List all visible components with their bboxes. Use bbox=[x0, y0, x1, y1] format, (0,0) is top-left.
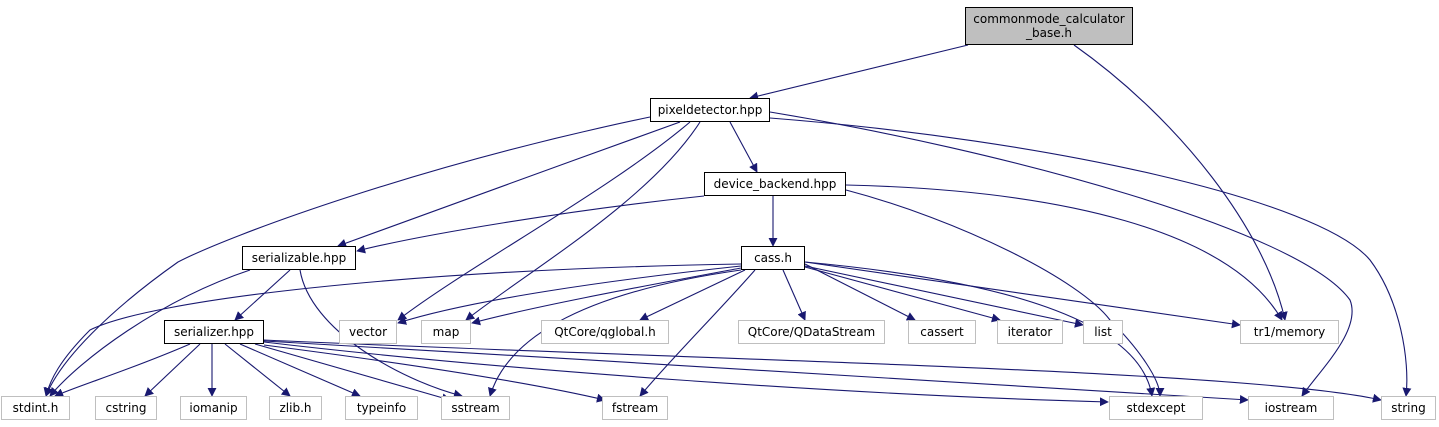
edge-serializable-to-stdint bbox=[49, 269, 251, 397]
edge-serializer-to-iostream bbox=[263, 340, 1249, 405]
edge-pixeldetector-to-string bbox=[769, 117, 1412, 397]
edge-cass-to-qglobal bbox=[639, 269, 746, 321]
edge-cass-to-qdatastream bbox=[782, 269, 806, 321]
node-stdint[interactable]: stdint.h bbox=[1, 396, 70, 420]
edge-cass-to-map bbox=[471, 267, 742, 326]
node-serializable-label: serializable.hpp bbox=[251, 251, 347, 265]
node-pixeldetector[interactable]: pixeldetector.hpp bbox=[650, 98, 770, 122]
node-iterator-label: iterator bbox=[1007, 325, 1053, 339]
node-string[interactable]: string bbox=[1381, 396, 1436, 420]
edges bbox=[43, 44, 1412, 407]
node-fstream[interactable]: fstream bbox=[602, 396, 668, 420]
edge-pixeldetector-to-device bbox=[729, 121, 758, 173]
node-fstream-label: fstream bbox=[611, 401, 659, 415]
node-string-label: string bbox=[1391, 401, 1426, 415]
node-cass[interactable]: cass.h bbox=[741, 246, 805, 270]
node-sstream-label: sstream bbox=[451, 401, 500, 415]
edge-cass-to-iterator bbox=[804, 266, 1001, 323]
edge-root-to-tr1memory bbox=[1073, 44, 1288, 321]
edge-serializer-to-fstream bbox=[263, 344, 606, 403]
edge-serializer-to-cstring bbox=[144, 343, 201, 397]
node-stdexcept-label: stdexcept bbox=[1126, 401, 1186, 415]
node-serializable[interactable]: serializable.hpp bbox=[242, 246, 356, 270]
node-cassert-label: cassert bbox=[920, 325, 964, 339]
edge-serializer-to-stdexcept bbox=[263, 341, 1109, 407]
node-list[interactable]: list bbox=[1083, 320, 1123, 344]
edge-device-to-tr1memory bbox=[845, 184, 1283, 321]
node-serializer[interactable]: serializer.hpp bbox=[164, 320, 264, 344]
root-node-label-line1: commonmode_calculator bbox=[973, 12, 1125, 26]
edge-serializer-to-zlib bbox=[224, 343, 291, 397]
node-cassert[interactable]: cassert bbox=[908, 320, 976, 344]
node-stdexcept[interactable]: stdexcept bbox=[1109, 396, 1203, 420]
node-map-label: map bbox=[432, 325, 460, 339]
node-cass-label: cass.h bbox=[754, 251, 792, 265]
node-tr1-memory[interactable]: tr1/memory bbox=[1240, 320, 1339, 344]
edge-serializer-to-sstream bbox=[254, 343, 451, 403]
edge-root-to-pixeldetector bbox=[749, 44, 969, 101]
root-node-commonmode-calculator-base[interactable]: commonmode_calculator _base.h bbox=[965, 7, 1133, 45]
edge-cass-to-cassert bbox=[804, 263, 916, 321]
node-cstring-label: cstring bbox=[105, 401, 147, 415]
edge-cass-to-vector bbox=[397, 265, 742, 325]
edge-serializer-to-string bbox=[263, 339, 1382, 403]
edge-serializer-to-typeinfo bbox=[239, 343, 361, 397]
edge-pixeldetector-to-serializable bbox=[337, 121, 681, 248]
edge-device-to-stdexcept bbox=[845, 189, 1165, 397]
node-device-backend-label: device_backend.hpp bbox=[713, 177, 837, 191]
node-serializer-label: serializer.hpp bbox=[173, 325, 255, 339]
node-zlib-label: zlib.h bbox=[279, 401, 312, 415]
node-pixeldetector-label: pixeldetector.hpp bbox=[657, 103, 763, 117]
node-iostream[interactable]: iostream bbox=[1248, 396, 1334, 420]
node-vector-label: vector bbox=[348, 325, 388, 339]
node-zlib[interactable]: zlib.h bbox=[269, 396, 322, 420]
edge-pixeldetector-to-stdint bbox=[44, 116, 651, 397]
node-tr1-memory-label: tr1/memory bbox=[1253, 325, 1326, 339]
node-qtcore-qglobal[interactable]: QtCore/qglobal.h bbox=[541, 320, 669, 344]
root-node-label: commonmode_calculator _base.h bbox=[973, 12, 1124, 40]
node-cstring[interactable]: cstring bbox=[95, 396, 157, 420]
edge-pixeldetector-to-iostream bbox=[769, 111, 1353, 397]
node-typeinfo[interactable]: typeinfo bbox=[345, 396, 418, 420]
edge-serializable-to-serializer bbox=[234, 269, 291, 321]
edge-serializer-to-stdint bbox=[54, 343, 191, 397]
node-qtcore-qdatastream-label: QtCore/QDataStream bbox=[747, 325, 876, 339]
edge-cass-to-sstream bbox=[488, 269, 742, 397]
node-list-label: list bbox=[1094, 325, 1112, 339]
node-iostream-label: iostream bbox=[1264, 401, 1318, 415]
edge-cass-to-fstream bbox=[639, 269, 756, 397]
node-typeinfo-label: typeinfo bbox=[356, 401, 407, 415]
node-sstream[interactable]: sstream bbox=[441, 396, 510, 420]
node-iomanip[interactable]: iomanip bbox=[180, 396, 247, 420]
node-map[interactable]: map bbox=[421, 320, 471, 344]
edge-cass-to-list bbox=[804, 265, 1084, 328]
edge-serializable-to-sstream bbox=[299, 269, 463, 399]
node-stdint-label: stdint.h bbox=[12, 401, 59, 415]
node-qtcore-qdatastream[interactable]: QtCore/QDataStream bbox=[738, 320, 885, 344]
edge-pixeldetector-to-map bbox=[465, 121, 701, 321]
edge-cass-to-stdexcept bbox=[804, 261, 1156, 397]
node-iomanip-label: iomanip bbox=[189, 401, 238, 415]
node-vector[interactable]: vector bbox=[339, 320, 397, 344]
edge-cass-to-stdint bbox=[43, 263, 742, 397]
node-iterator[interactable]: iterator bbox=[997, 320, 1063, 344]
edge-device-to-serializable bbox=[356, 195, 705, 254]
edge-cass-to-tr1memory bbox=[804, 261, 1241, 329]
root-node-label-line2: _base.h bbox=[1025, 26, 1072, 40]
node-qtcore-qglobal-label: QtCore/qglobal.h bbox=[554, 325, 656, 339]
node-device-backend[interactable]: device_backend.hpp bbox=[704, 172, 846, 196]
edge-pixeldetector-to-vector bbox=[397, 121, 691, 321]
